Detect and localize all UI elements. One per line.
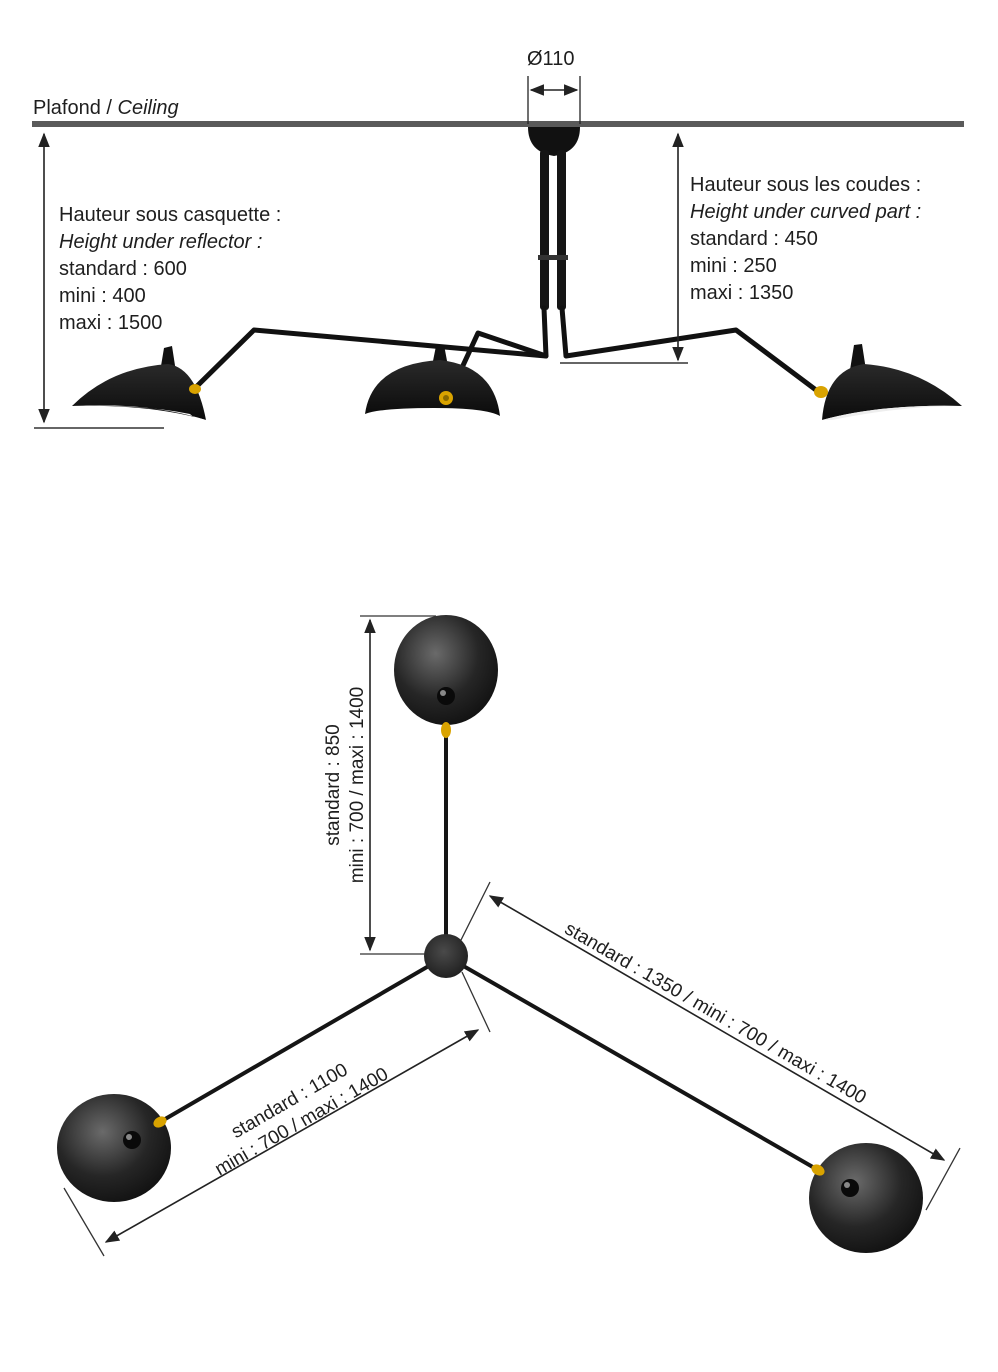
reflector-title-en: Height under reflector : — [59, 231, 263, 253]
top-shade-top-view — [394, 615, 498, 738]
ceiling-canopy — [528, 127, 580, 156]
middle-shade-side — [365, 345, 500, 416]
vertical-arm-range: mini : 700 / maxi : 1400 — [347, 686, 368, 884]
curved-standard: standard : 450 — [690, 228, 818, 250]
curved-mini: mini : 250 — [690, 255, 777, 277]
right-dim-ext-a — [459, 881, 491, 943]
right-dim-ext-b — [925, 1147, 961, 1211]
vertical-arm-dim-label: standard : 850 mini : 700 / maxi : 1400 — [322, 635, 370, 935]
side-arms — [187, 305, 823, 401]
left-dim-arrow — [104, 1029, 480, 1243]
stem-left — [540, 150, 549, 310]
left-shade-top-view — [57, 1094, 171, 1202]
center-hub — [424, 934, 468, 978]
reflector-maxi: maxi : 1500 — [59, 312, 163, 334]
curved-title-fr: Hauteur sous les coudes : — [690, 174, 922, 196]
reflector-title-fr: Hauteur sous casquette : — [59, 204, 282, 226]
vertical-arm-standard: standard : 850 — [323, 724, 344, 846]
left-dim-ext-b — [63, 1187, 105, 1257]
diameter-label: Ø110 — [527, 48, 575, 70]
right-dim-arrow — [488, 895, 946, 1161]
reflector-mini: mini : 400 — [59, 285, 146, 307]
right-shade-side — [814, 344, 962, 420]
ceiling-label-en: Ceiling — [117, 97, 179, 119]
stem-joint — [538, 255, 568, 260]
left-dim-ext-a — [461, 971, 491, 1033]
ceiling-line — [32, 121, 964, 127]
reflector-standard: standard : 600 — [59, 258, 187, 280]
curved-title-en: Height under curved part : — [690, 201, 922, 223]
right-shade-top-view — [809, 1143, 923, 1253]
ceiling-label-fr: Plafond — [33, 97, 101, 119]
reflector-height-text: Hauteur sous casquette : Height under re… — [59, 202, 281, 337]
ceiling-label: Plafond / Ceiling — [33, 95, 179, 122]
top-arms — [158, 728, 820, 1172]
stem-right — [557, 150, 566, 310]
ceiling-label-sep: / — [100, 97, 118, 119]
left-shade-side — [72, 346, 206, 420]
curved-maxi: maxi : 1350 — [690, 282, 794, 304]
curved-height-text: Hauteur sous les coudes : Height under c… — [690, 172, 921, 307]
